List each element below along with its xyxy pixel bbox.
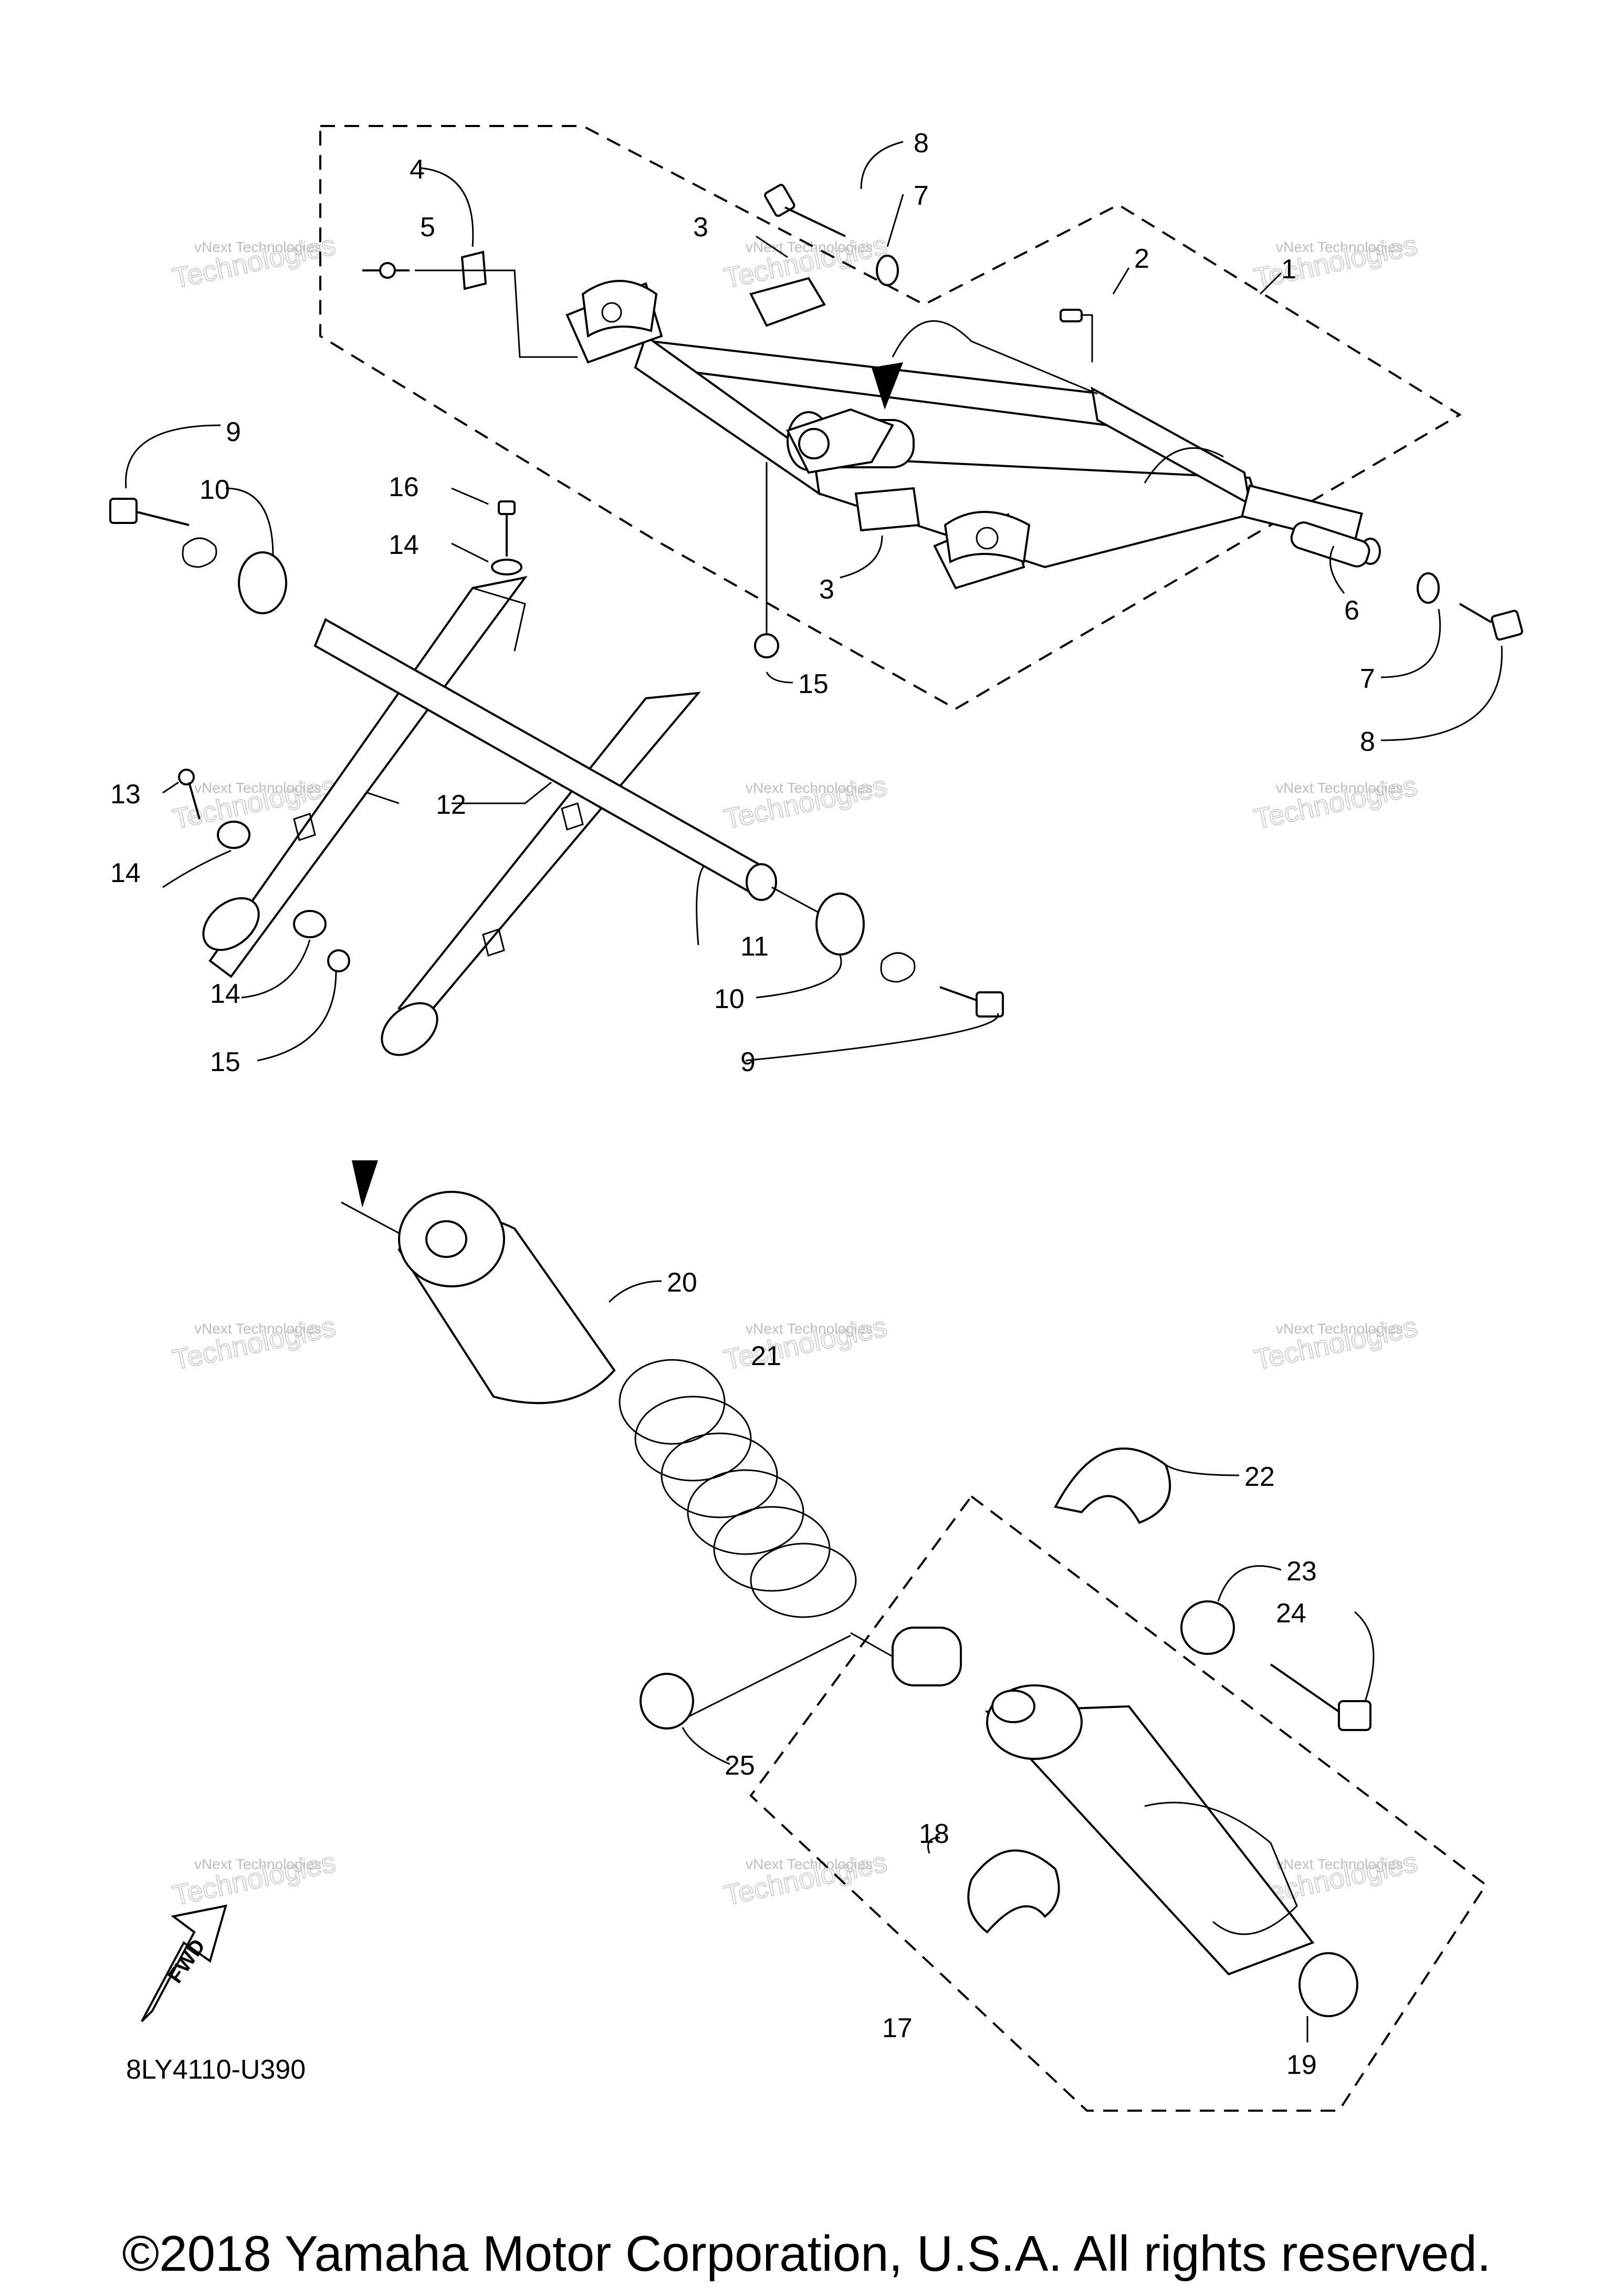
callout-25: 25 bbox=[725, 1750, 755, 1781]
part-3-pad-lower bbox=[854, 487, 920, 532]
callout-8-upper: 8 bbox=[914, 128, 929, 159]
part-25-nut bbox=[640, 1673, 694, 1729]
part-22-spring-seat bbox=[1053, 1447, 1171, 1524]
callout-16: 16 bbox=[389, 472, 419, 502]
part-14-washer-upper bbox=[491, 559, 522, 575]
callout-3-lower: 3 bbox=[819, 574, 834, 605]
callout-3-upper: 3 bbox=[693, 212, 708, 243]
watermark-text: vNext Technologies bbox=[1276, 1856, 1403, 1872]
callout-18: 18 bbox=[919, 1819, 949, 1849]
part-21-spring bbox=[619, 1359, 857, 1618]
callout-4: 4 bbox=[410, 154, 425, 185]
drawing-code: 8LY4110-U390 bbox=[126, 2054, 306, 2085]
callout-10-upper: 10 bbox=[200, 475, 230, 505]
shock-absorber-body bbox=[984, 1684, 1315, 1976]
part-10-collar-right bbox=[815, 893, 865, 956]
callout-10-lower: 10 bbox=[714, 984, 745, 1014]
callout-1: 1 bbox=[1281, 254, 1296, 285]
callout-8-lower: 8 bbox=[1360, 727, 1375, 757]
callout-11: 11 bbox=[740, 931, 769, 962]
part-2-bleeder bbox=[1060, 309, 1093, 362]
callout-15-upper: 15 bbox=[798, 669, 829, 699]
watermark-text: vNext Technologies bbox=[1276, 1320, 1403, 1337]
indicator-arrow-lower bbox=[352, 1160, 378, 1208]
callout-5: 5 bbox=[420, 212, 435, 243]
callout-labels: 1 2 3 3 4 5 6 7 7 8 8 9 9 10 10 11 12 13… bbox=[110, 128, 1375, 2080]
callout-15-lower: 15 bbox=[210, 1047, 240, 1077]
callout-6: 6 bbox=[1344, 595, 1359, 626]
watermark-text: vNext Technologies bbox=[194, 239, 321, 255]
indicator-arrow-upper bbox=[872, 362, 903, 410]
callout-23: 23 bbox=[1286, 1556, 1317, 1587]
part-16-bolt bbox=[498, 500, 516, 557]
fwd-arrow-icon: FWD bbox=[141, 1904, 227, 2022]
part-7-washer-lower bbox=[1417, 572, 1440, 604]
part-19-bushing bbox=[1298, 1952, 1358, 2017]
part-9-bolt-right bbox=[880, 952, 1004, 1018]
callout-9-upper: 9 bbox=[226, 417, 241, 447]
part-18-retainer bbox=[967, 1849, 1060, 1934]
callout-13: 13 bbox=[110, 779, 141, 810]
callout-24: 24 bbox=[1276, 1598, 1306, 1629]
watermark-text: vNext Technologies bbox=[746, 1320, 873, 1337]
callout-22: 22 bbox=[1244, 1462, 1275, 1492]
callout-7-upper: 7 bbox=[914, 181, 929, 211]
watermark-text: vNext Technologies bbox=[746, 780, 873, 796]
part-15-nut-lower bbox=[327, 949, 350, 972]
part-7-washer-upper bbox=[876, 255, 899, 286]
watermark-text: vNext Technologies bbox=[194, 1856, 321, 1872]
callout-9-lower: 9 bbox=[740, 1047, 756, 1077]
watermark-text: vNext Technologies bbox=[1276, 780, 1403, 796]
watermark-text: vNext Technologies bbox=[1276, 239, 1403, 255]
callout-20: 20 bbox=[667, 1267, 697, 1298]
callout-21: 21 bbox=[751, 1341, 781, 1371]
part-8-bolt-upper bbox=[764, 184, 846, 237]
part-13-bolt bbox=[178, 769, 201, 820]
swing-arm bbox=[565, 280, 1381, 590]
part-6-shaft bbox=[1290, 521, 1370, 568]
part-15-nut-upper bbox=[754, 633, 779, 658]
callout-19: 19 bbox=[1286, 2050, 1317, 2080]
part-3-pad-upper bbox=[749, 277, 826, 327]
watermark-text: vNext Technologies bbox=[746, 239, 873, 255]
shock-collar bbox=[892, 1627, 962, 1686]
watermark-text: vNext Technologies bbox=[194, 780, 321, 796]
copyright-notice: ©2018 Yamaha Motor Corporation, U.S.A. A… bbox=[122, 2226, 1491, 2282]
shock-assembly-boundary bbox=[749, 1495, 1488, 2112]
part-9-bolt-left bbox=[109, 498, 217, 568]
callout-2: 2 bbox=[1134, 244, 1149, 274]
callout-7-lower: 7 bbox=[1360, 664, 1375, 694]
rear-arms bbox=[202, 576, 701, 1056]
callout-14-upper: 14 bbox=[389, 530, 419, 560]
callout-17: 17 bbox=[882, 2013, 913, 2043]
watermark-text: vNext Technologies bbox=[746, 1856, 873, 1872]
callout-14-mid: 14 bbox=[110, 858, 141, 888]
part-24-bolt bbox=[1270, 1663, 1371, 1731]
part-14-washer-lower bbox=[293, 910, 327, 938]
callout-12: 12 bbox=[436, 790, 466, 820]
callout-14-lower: 14 bbox=[210, 979, 240, 1009]
part-8-bolt-lower bbox=[1459, 603, 1523, 641]
part-10-collar-left bbox=[238, 551, 287, 614]
upper-assembly-boundary bbox=[319, 125, 1462, 710]
watermark-text: vNext Technologies bbox=[194, 1320, 321, 1337]
part-23-collar bbox=[1180, 1600, 1235, 1655]
part-14-washer-mid bbox=[217, 821, 250, 849]
part-5-pin bbox=[362, 262, 410, 279]
part-20-bumper bbox=[397, 1191, 616, 1404]
leader-lines bbox=[125, 141, 1503, 2042]
